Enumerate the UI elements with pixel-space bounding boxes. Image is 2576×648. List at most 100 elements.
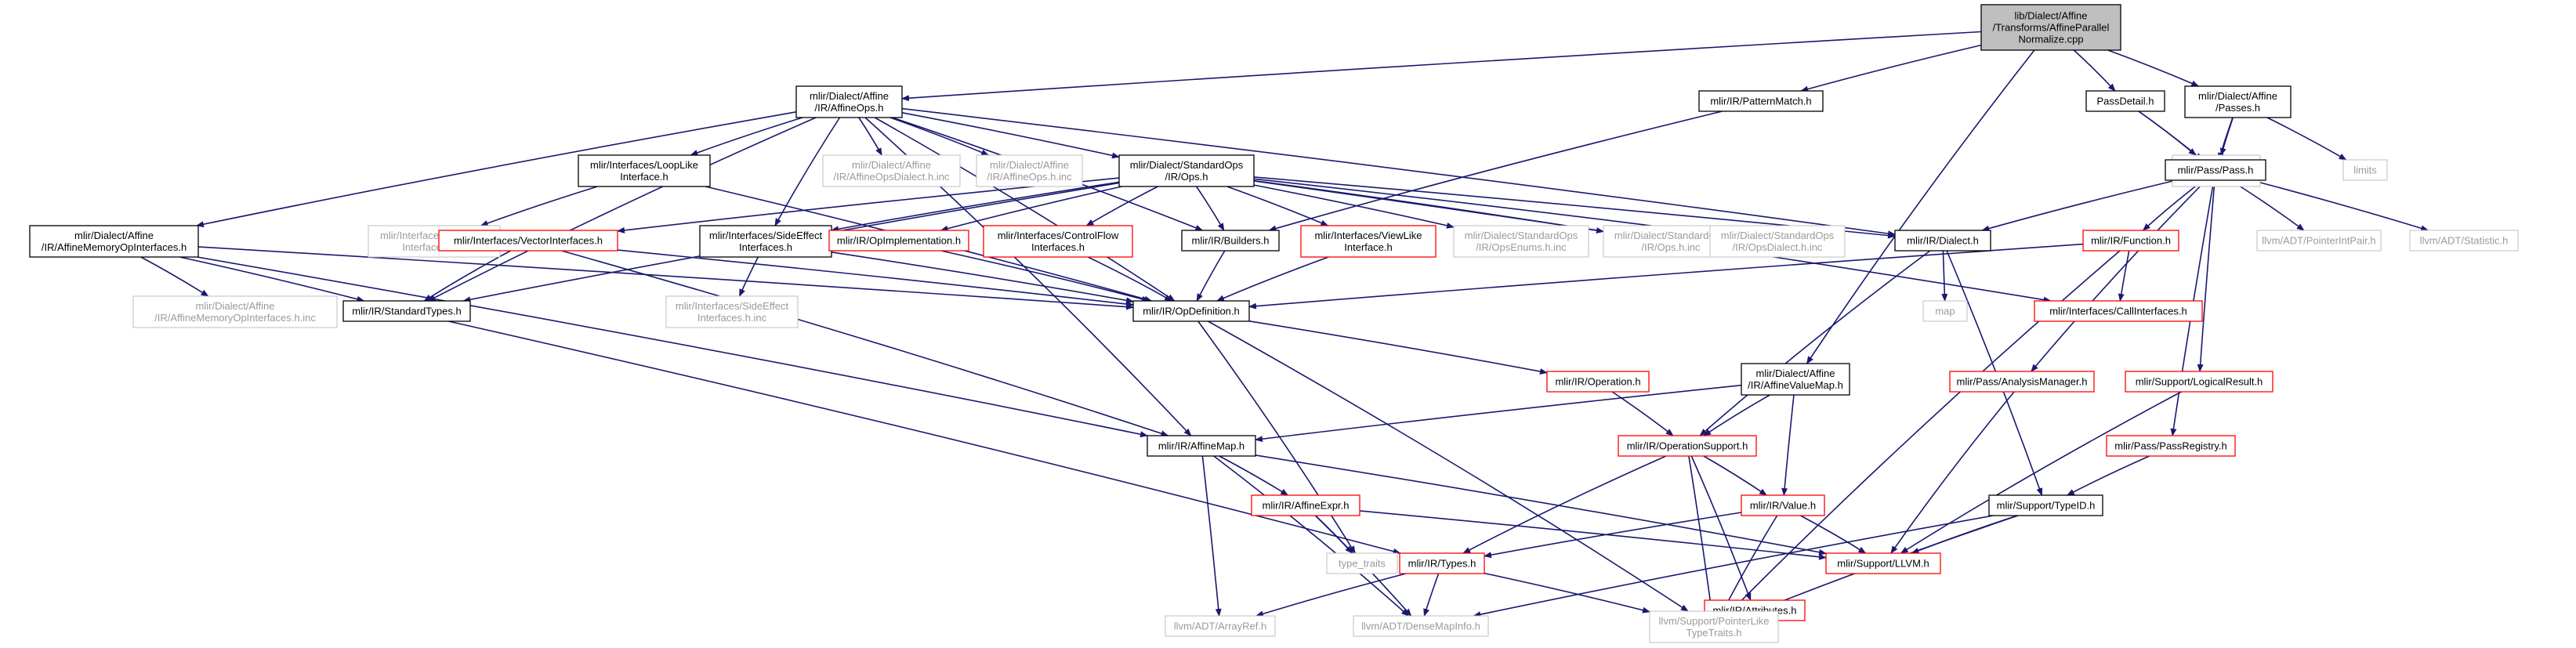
edge-types_h-to-densemapinfo_h <box>1423 573 1440 617</box>
node-label-line: /IR/AffineMemoryOpInterfaces.h <box>42 241 187 253</box>
node-box <box>1326 552 1398 574</box>
node-label-line: mlir/Interfaces/ControlFlow <box>998 230 1119 241</box>
edge-sideeffect_h-to-opdefinition_h <box>831 252 1134 304</box>
edge-value_h-to-llvm_h <box>1800 515 1867 554</box>
edge-affinemap_h-to-arrayref_h <box>1201 455 1222 617</box>
node-label-line: mlir/Dialect/StandardOps <box>1130 159 1244 171</box>
edge-affinememop_h-to-affinememop_inc <box>140 256 209 297</box>
node-vectorinterfaces-h[interactable]: mlir/Interfaces/VectorInterfaces.h <box>438 230 618 252</box>
node-box <box>976 154 1083 187</box>
node-label-line: /IR/OpsDialect.h.inc <box>1733 241 1823 253</box>
edge-affinemap_h-to-llvm_h <box>1255 454 1827 556</box>
node-affinememop-h[interactable]: mlir/Dialect/Affine/IR/AffineMemoryOpInt… <box>29 225 199 258</box>
node-affine-passes-h[interactable]: mlir/Dialect/Affine/Passes.h <box>2184 85 2292 118</box>
node-label-line: mlir/IR/StandardTypes.h <box>352 306 461 317</box>
node-box <box>1988 494 2103 516</box>
node-opimplementation-h[interactable]: mlir/IR/OpImplementation.h <box>828 230 969 252</box>
node-affineexpr-h[interactable]: mlir/IR/AffineExpr.h <box>1251 494 1360 516</box>
node-limits: limits <box>2342 159 2388 181</box>
node-stdops-h[interactable]: mlir/Dialect/StandardOps/IR/Ops.h <box>1118 154 1255 187</box>
edge-analysismanager_h-to-llvm_h <box>1890 391 2015 554</box>
node-label-line: Interfaces.h.inc <box>697 312 767 324</box>
node-box <box>1698 90 1824 112</box>
node-operation-h[interactable]: mlir/IR/Operation.h <box>1546 371 1650 393</box>
edge-operation_h-to-operationsupport_h <box>1611 391 1674 436</box>
node-box <box>1353 615 1489 637</box>
node-typeid-h[interactable]: mlir/Support/TypeID.h <box>1988 494 2103 516</box>
node-label-line: /IR/Ops.h <box>1165 171 1208 183</box>
node-affinemap-h[interactable]: mlir/IR/AffineMap.h <box>1147 435 1256 457</box>
node-builders-h[interactable]: mlir/IR/Builders.h <box>1181 230 1280 252</box>
node-dialect-h[interactable]: mlir/IR/Dialect.h <box>1894 230 1991 252</box>
edge-pass_h-to-dialect_h <box>1981 179 2176 232</box>
edge-sideeffect_h-to-sideeffect_inc <box>738 256 759 297</box>
node-label-line: mlir/Interfaces/CallInterfaces.h <box>2049 306 2187 317</box>
node-callinterfaces-h[interactable]: mlir/Interfaces/CallInterfaces.h <box>2034 300 2203 322</box>
node-label-line: mlir/Pass/AnalysisManager.h <box>1957 376 2088 388</box>
node-label-line: /IR/Ops.h.inc <box>1641 241 1701 253</box>
node-statistic-h: llvm/ADT/Statistic.h <box>2409 230 2519 252</box>
node-box <box>1300 225 1437 258</box>
node-label-line: mlir/Support/LLVM.h <box>1837 558 1929 570</box>
node-function-h[interactable]: mlir/IR/Function.h <box>2082 230 2179 252</box>
node-box <box>665 295 799 328</box>
node-label-line: PassDetail.h <box>2097 96 2154 107</box>
node-opdefinition-h[interactable]: mlir/IR/OpDefinition.h <box>1132 300 1250 322</box>
edge-root-to-affine_passes_h <box>2107 49 2200 87</box>
node-standardtypes-h[interactable]: mlir/IR/StandardTypes.h <box>342 300 471 322</box>
node-label-line: mlir/IR/OpImplementation.h <box>837 235 961 247</box>
node-patternmatch-h[interactable]: mlir/IR/PatternMatch.h <box>1698 90 1824 112</box>
node-llvm-h[interactable]: mlir/Support/LLVM.h <box>1825 552 1941 574</box>
node-label-line: map <box>1935 306 1955 317</box>
node-label-line: llvm/ADT/PointerIntPair.h <box>2262 235 2375 247</box>
node-opsdialect-inc: mlir/Dialect/StandardOps/IR/OpsDialect.h… <box>1709 225 1846 258</box>
node-label-line: mlir/IR/OpDefinition.h <box>1143 306 1240 317</box>
node-operationsupport-h[interactable]: mlir/IR/OperationSupport.h <box>1618 435 1757 457</box>
node-box <box>1922 300 1968 322</box>
node-arrayref-h: llvm/ADT/ArrayRef.h <box>1165 615 1276 637</box>
node-label-line: llvm/ADT/ArrayRef.h <box>1174 621 1266 632</box>
node-logicalresult-h[interactable]: mlir/Support/LogicalResult.h <box>2125 371 2273 393</box>
node-box <box>2256 230 2382 252</box>
node-label-line: mlir/IR/Function.h <box>2091 235 2171 247</box>
edge-affineops_h-to-looplike_h <box>690 117 803 156</box>
node-label-line: Normalize.cpp <box>2018 34 2083 45</box>
node-label-line: /IR/AffineOps.h.inc <box>987 171 1072 183</box>
node-label-line: Interface.h <box>1344 241 1392 253</box>
edge-passregistry_h-to-typeid_h <box>2066 455 2150 496</box>
edge-vectorinterfaces_h-to-affinemap_h <box>561 250 1169 436</box>
node-root[interactable]: lib/Dialect/Affine/Transforms/AffinePara… <box>1980 4 2121 51</box>
node-label-line: mlir/Dialect/Affine <box>1756 367 1835 379</box>
node-label-line: mlir/Interfaces/SideEffect <box>676 300 789 312</box>
node-label-line: mlir/Pass/PassRegistry.h <box>2114 440 2227 452</box>
edge-pass_h-to-analysismanager_h <box>2031 179 2207 372</box>
node-pass-h[interactable]: mlir/Pass/Pass.h <box>2165 159 2266 181</box>
node-passdetail-h[interactable]: PassDetail.h <box>2085 90 2165 112</box>
node-types-h[interactable]: mlir/IR/Types.h <box>1399 552 1485 574</box>
edge-affine_passes_h-to-limits <box>2266 117 2347 161</box>
node-label-line: llvm/ADT/Statistic.h <box>2420 235 2509 247</box>
node-affineops-inc: mlir/Dialect/Affine/IR/AffineOps.h.inc <box>976 154 1083 187</box>
node-label-line: Interfaces.h <box>1031 241 1085 253</box>
edge-stdops_h-to-builders_h <box>1195 186 1225 231</box>
node-passregistry-h[interactable]: mlir/Pass/PassRegistry.h <box>2106 435 2236 457</box>
node-box <box>1825 552 1941 574</box>
node-label-line: mlir/IR/OperationSupport.h <box>1627 440 1748 452</box>
node-box <box>1147 435 1256 457</box>
edge-opimplementation_h-to-opdefinition_h <box>940 250 1150 302</box>
node-box <box>2165 159 2266 181</box>
node-affinevaluemap-h[interactable]: mlir/Dialect/Affine/IR/AffineValueMap.h <box>1741 363 1850 396</box>
edge-controlflow_h-to-opdefinition_h <box>1087 256 1173 302</box>
node-analysismanager-h[interactable]: mlir/Pass/AnalysisManager.h <box>1949 371 2095 393</box>
edge-value_h-to-pointerliketypetraits_h <box>1722 515 1778 612</box>
node-affineops-h[interactable]: mlir/Dialect/Affine/IR/AffineOps.h <box>795 85 903 118</box>
edge-vectorinterfaces_h-to-opdefinition_h <box>617 249 1134 308</box>
node-label-line: llvm/ADT/DenseMapInfo.h <box>1361 621 1480 632</box>
node-value-h[interactable]: mlir/IR/Value.h <box>1741 494 1825 516</box>
edge-typeid_h-to-densemapinfo_h <box>1473 515 1994 618</box>
